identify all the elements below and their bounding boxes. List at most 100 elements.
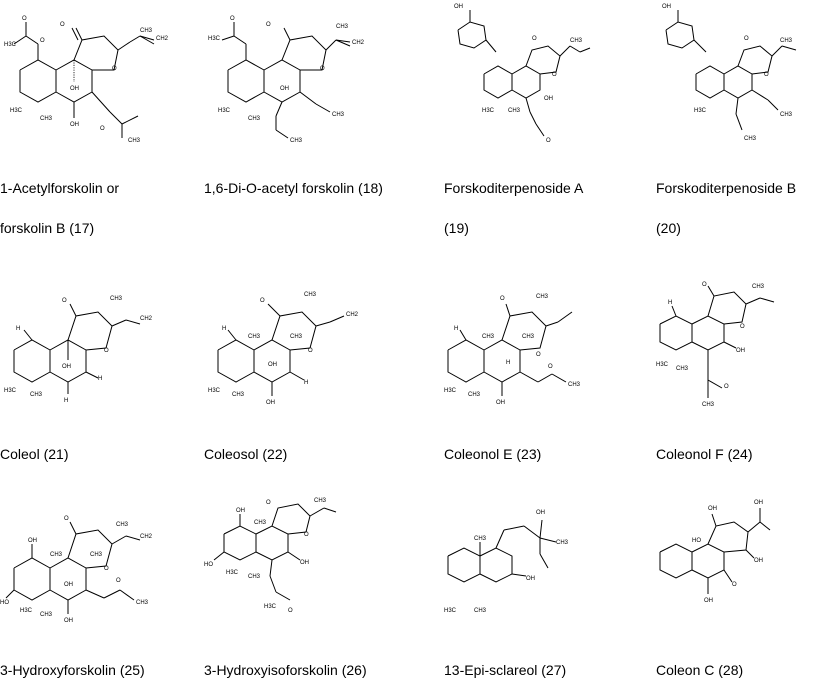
- oh-label: OH: [754, 558, 763, 564]
- ch3-label: CH3: [90, 552, 103, 558]
- ketone-o-label: O: [732, 582, 737, 588]
- oh-label: OH: [544, 96, 553, 102]
- acetyl-ch3-label: H3C: [208, 36, 221, 42]
- gem-dimethyl-label: H3C: [10, 108, 23, 114]
- gem-dimethyl-label: H3C: [482, 108, 495, 114]
- compound-label-24-line1: Coleonol F (24): [656, 446, 753, 462]
- oh-label: OH: [280, 86, 289, 92]
- ring-o-label: O: [104, 348, 109, 354]
- h-label: H: [506, 360, 510, 366]
- ring-o-label: O: [536, 352, 541, 358]
- ch3-label: CH3: [116, 522, 129, 528]
- oh-label: OH: [64, 582, 73, 588]
- compound-cell-21: O H CH3 CH2 OH O H H3C CH3 H Coleol (21): [0, 276, 204, 476]
- carbonyl-o-label: O: [548, 364, 553, 370]
- gem-dimethyl-label: H3C: [218, 108, 231, 114]
- ketone-o-label: O: [744, 36, 749, 42]
- oh-label: OH: [64, 618, 73, 624]
- acetyl-ch3-label: CH3: [744, 136, 757, 142]
- carbonyl-o-label: O: [724, 384, 729, 390]
- compound-label-18-line1: 1,6-Di-O-acetyl forskolin (18): [204, 180, 383, 196]
- h-label: H: [454, 326, 458, 332]
- oh-label: OH: [736, 348, 745, 354]
- ch3-label: CH3: [556, 540, 569, 546]
- oh-label: OH: [526, 576, 535, 582]
- ch3-label: CH3: [290, 334, 303, 340]
- structure-28: OH HO OH OH O OH: [659, 500, 771, 604]
- oh-label: HO: [692, 538, 701, 544]
- oh-label: OH: [236, 508, 245, 514]
- compound-label-25-line1: 3-Hydroxyforskolin (25): [0, 662, 145, 678]
- oh-label: OH: [300, 560, 309, 566]
- acetyl-ch3-label: H3C: [4, 42, 17, 48]
- ketone-o-label: O: [702, 282, 707, 288]
- compound-cell-17: O H3C O O CH3 CH2 OH OH O H3C CH3 O CH3 …: [0, 0, 204, 250]
- ring-o-label: O: [104, 566, 109, 572]
- ch3-label: CH3: [110, 296, 123, 302]
- ring-o-label: O: [764, 72, 769, 78]
- gem-dimethyl-label: H3C: [444, 388, 457, 394]
- ch3-label: CH3: [248, 334, 261, 340]
- ketone-o-label: O: [266, 500, 271, 506]
- ch3-label: CH3: [304, 292, 317, 298]
- ring-o-label: O: [320, 66, 325, 72]
- compound-label-27-line1: 13-Epi-sclareol (27): [444, 662, 567, 678]
- structure-25: O OH CH3 CH3 CH3 CH2 OH O O CH3 HO H3C C…: [0, 516, 153, 624]
- acetyl-ch3-label: CH3: [568, 382, 581, 388]
- gem-dimethyl-label: H3C: [694, 108, 707, 114]
- compound-label-26-line1: 3-Hydroxyisoforskolin (26): [204, 662, 367, 678]
- ch3-label: CH3: [314, 498, 327, 504]
- oh-label: OH: [28, 538, 37, 544]
- ch3-label: CH3: [254, 520, 267, 526]
- oh-label: OH: [662, 4, 671, 10]
- ch3-label: CH3: [248, 116, 261, 122]
- oh-label: HO: [204, 562, 213, 568]
- compound-label-23-line1: Coleonol E (23): [444, 446, 542, 462]
- carbonyl-o-label: O: [116, 578, 121, 584]
- structure-17: O H3C O O CH3 CH2 OH OH O H3C CH3 O CH3: [4, 16, 169, 144]
- oh-label: OH: [704, 598, 713, 604]
- compound-cell-19: OH O CH3 O OH H3C CH3 O Forskoditerpenos…: [444, 0, 648, 250]
- compound-label-20-line2: (20): [656, 220, 681, 236]
- ch2-label: CH2: [346, 312, 359, 318]
- compound-cell-25: O OH CH3 CH3 CH3 CH2 OH O O CH3 HO H3C C…: [0, 496, 204, 682]
- compound-cell-26: OH O CH3 CH3 O OH HO H3C CH3 O H3C 3-Hyd…: [204, 496, 408, 682]
- oh-label: OH: [708, 506, 717, 512]
- acetyl-ch3-label: CH3: [702, 402, 715, 408]
- structure-19: OH O CH3 O OH H3C CH3 O: [454, 4, 591, 144]
- ch3-label: CH3: [40, 116, 53, 122]
- carbonyl-o-label: O: [288, 608, 293, 614]
- structure-24: H O CH3 O OH H3C CH3 O CH3: [656, 282, 775, 408]
- acetyl-ch3-label: CH3: [290, 138, 303, 144]
- ketone-o-label: O: [260, 298, 265, 304]
- compound-label-28-line1: Coleon C (28): [656, 662, 744, 678]
- compound-label-19-line2: (19): [444, 220, 469, 236]
- acetyl-ch3-label: CH3: [780, 112, 793, 118]
- structure-27: OH CH3 CH3 OH H3C CH3: [444, 510, 569, 614]
- oh-label: HO: [0, 600, 9, 606]
- acetyl-ch3-label: CH3: [128, 138, 141, 144]
- ch3-label: CH3: [482, 334, 495, 340]
- ch3-label: CH3: [752, 284, 765, 290]
- compound-cell-22: O H CH3 CH3 CH3 CH2 OH O H H3C CH3 OH Co…: [204, 276, 408, 476]
- ketone-o-label: O: [266, 22, 271, 28]
- h-label: H: [16, 326, 20, 332]
- structure-20: OH O CH3 O H3C CH3 CH3: [662, 4, 797, 142]
- ketone-o-label: O: [60, 22, 65, 28]
- oh-label: OH: [536, 510, 545, 516]
- ch3-label: CH3: [676, 366, 689, 372]
- compound-cell-24: H O CH3 O OH H3C CH3 O CH3 Coleonol F (2…: [656, 276, 816, 476]
- ring-o-label: O: [112, 66, 117, 72]
- compound-label-21-line1: Coleol (21): [0, 446, 69, 462]
- carbonyl-o-label: O: [546, 138, 551, 144]
- ester-o-label: O: [40, 38, 45, 44]
- structure-26: OH O CH3 CH3 O OH HO H3C CH3 O H3C: [204, 498, 337, 614]
- gem-dimethyl-label: H3C: [656, 362, 669, 368]
- oh-label: OH: [70, 122, 79, 128]
- ch2-label: CH2: [140, 316, 153, 322]
- acetyl-ch3-label: CH3: [332, 112, 345, 118]
- compound-label-17-line2: forskolin B (17): [0, 220, 95, 236]
- gem-dimethyl-label: H3C: [444, 608, 457, 614]
- compound-label-19-line1: Forskoditerpenoside A: [444, 180, 584, 196]
- compound-label-22-line1: Coleosol (22): [204, 446, 288, 462]
